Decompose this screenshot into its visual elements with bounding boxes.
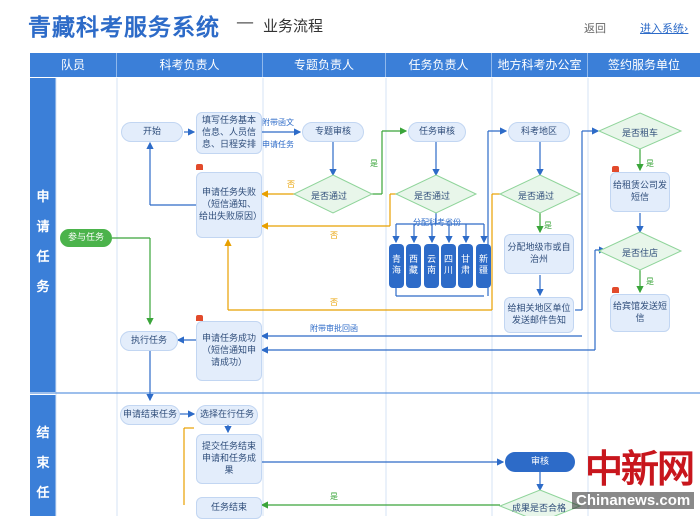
node-task-review: 任务审核 (408, 122, 466, 142)
lane-finish-char-3: 任 (36, 486, 50, 501)
label-attach-doc: 附带函文 (262, 118, 294, 127)
province-xinjiang: 新疆 (476, 244, 491, 288)
lane-apply-char-3: 任 (36, 250, 50, 265)
node-assign-city: 分配地级市或自治州 (504, 234, 574, 274)
lane-finish-char-2: 束 (36, 456, 50, 471)
province-yunnan: 云南 (424, 244, 439, 288)
lane-apply-task: 申 请 任 务 (30, 78, 56, 392)
column-header-research-lead: 科考负责人 (117, 53, 263, 77)
province-sichuan: 四川 (441, 244, 456, 288)
node-join-task: 参与任务 (60, 229, 112, 247)
sms-icon (612, 166, 619, 172)
node-review: 审核 (505, 452, 575, 472)
province-gansu: 甘肃 (458, 244, 473, 288)
decision-rent-car (597, 112, 683, 150)
province-qinghai: 青海 (389, 244, 404, 288)
result-ok-label: 成果是否合格 (512, 504, 567, 514)
decision-office-pass (498, 174, 582, 214)
node-apply-end: 申请结束任务 (120, 405, 180, 425)
node-apply-success: 申请任务成功（短信通知申请成功） (196, 321, 262, 381)
column-header-member: 队员 (30, 53, 117, 77)
label-result-yes: 是 (330, 492, 338, 501)
lane-apply-char-2: 请 (36, 220, 50, 235)
label-office-yes: 是 (544, 221, 552, 230)
label-lodging-yes: 是 (646, 277, 654, 286)
sms-icon (196, 164, 203, 170)
topic-pass-label: 是否通过 (311, 192, 348, 202)
label-apply-task: 申请任务 (262, 140, 294, 149)
decision-result-ok (498, 489, 582, 516)
lane-finish-task: 结 束 任 (30, 395, 56, 516)
node-submit-end: 提交任务结束申请和任务成果 (196, 434, 262, 484)
decision-topic-pass (292, 174, 374, 214)
node-start: 开始 (121, 122, 183, 142)
column-header-task-lead: 任务负责人 (386, 53, 492, 77)
rent-car-label: 是否租车 (622, 129, 659, 139)
app-title: 青藏科考服务系统 (28, 15, 220, 41)
enter-system-link[interactable]: 进入系统› (640, 20, 688, 36)
province-xizang: 西藏 (406, 244, 421, 288)
lane-apply-char-1: 申 (36, 190, 50, 205)
chinanews-url: Chinanews.com (572, 492, 695, 509)
node-choose-task: 选择在行任务 (196, 405, 258, 425)
node-fill-info: 填写任务基本信息、人员信息、日程安排 (196, 112, 262, 154)
label-rent-yes: 是 (646, 159, 654, 168)
decision-task-pass (394, 174, 478, 214)
node-research-area: 科考地区 (508, 122, 570, 142)
back-link[interactable]: 返回 (584, 22, 606, 35)
label-assign-province: 分配科考省份 (413, 218, 461, 227)
node-fail-notice: 申请任务失败（短信通知、给出失败原因） (196, 172, 262, 238)
node-execute-task: 执行任务 (120, 331, 178, 351)
node-hotel-sms: 给宾馆发送短信 (610, 294, 670, 332)
task-pass-label: 是否通过 (414, 192, 451, 202)
lodging-label: 是否住店 (622, 249, 659, 259)
label-attach-approval: 附带审批回函 (310, 324, 358, 333)
sms-icon (196, 315, 203, 321)
page-subtitle: 业务流程 (263, 17, 324, 35)
page-header: 青藏科考服务系统 — 业务流程 返回 进入系统› (0, 0, 700, 52)
column-header-topic-lead: 专题负责人 (263, 53, 386, 77)
lane-finish-char-1: 结 (36, 426, 50, 441)
label-office-no: 否 (330, 298, 338, 307)
node-topic-review: 专题审核 (302, 122, 364, 142)
title-separator: — (236, 12, 254, 33)
enter-system-label: 进入系统 (640, 22, 684, 35)
office-pass-label: 是否通过 (518, 192, 555, 202)
label-task-no: 否 (330, 231, 338, 240)
chinanews-logo: 中新网 (585, 446, 695, 491)
node-notify-units: 给相关地区单位发送邮件告知 (504, 297, 574, 333)
node-rental-sms: 给租赁公司发短信 (610, 172, 670, 212)
column-header-service-unit: 签约服务单位 (588, 53, 700, 77)
label-topic-yes: 是 (370, 159, 378, 168)
sms-icon (612, 287, 619, 293)
decision-lodging (597, 231, 683, 271)
label-topic-no: 否 (287, 180, 295, 189)
column-header-local-office: 地方科考办公室 (492, 53, 588, 77)
lane-apply-char-4: 务 (36, 280, 50, 295)
chevron-right-icon: › (684, 22, 689, 35)
